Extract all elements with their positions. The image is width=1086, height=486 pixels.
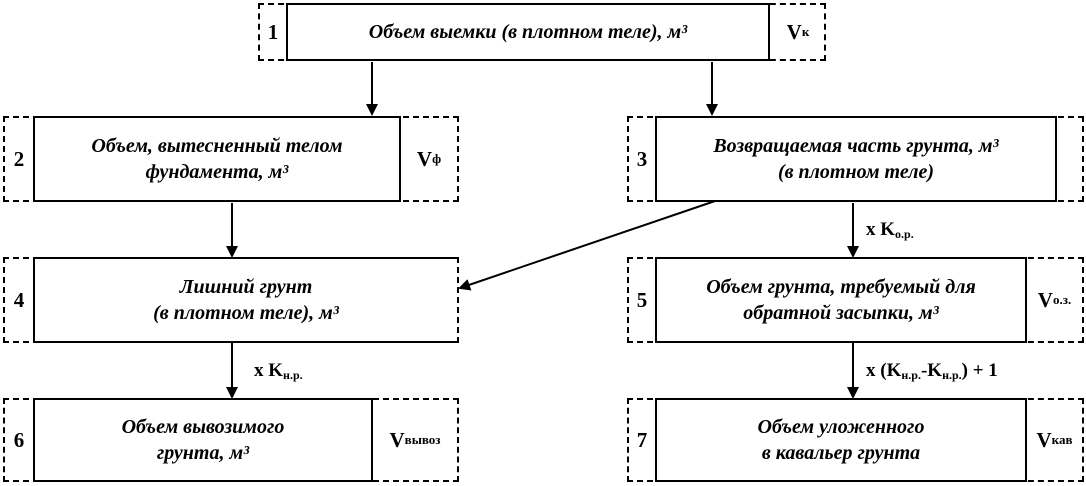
box-2-content: Объем, вытесненный телом фундамента, м³ bbox=[33, 116, 401, 202]
box-7-content: Объем уложенного в кавальер грунта bbox=[655, 398, 1027, 482]
box-1-number: 1 bbox=[267, 19, 279, 44]
box-5-content: Объем грунта, требуемый для обратной зас… bbox=[655, 257, 1027, 343]
box-2-number: 2 bbox=[13, 146, 25, 171]
box-7-text-line1: Объем уложенного bbox=[757, 416, 925, 438]
multiplier-k-nr: х Kн.р. bbox=[254, 360, 303, 382]
multiplier-k-or: х Kо.р. bbox=[866, 219, 914, 241]
box-6-text-line2: грунта, м³ bbox=[156, 442, 250, 464]
box-5-text-line2: обратной засыпки, м³ bbox=[743, 302, 939, 324]
box-6-number: 6 bbox=[13, 427, 25, 452]
box-1-text: Объем выемки (в плотном теле), м³ bbox=[368, 21, 688, 43]
box-2-text-line1: Объем, вытесненный телом bbox=[91, 135, 343, 157]
box-3-number: 3 bbox=[636, 146, 648, 171]
box-4-text-line1: Лишний грунт bbox=[179, 276, 313, 298]
box-6-text-line1: Объем вывозимого bbox=[121, 416, 285, 438]
box-4-content: Лишний грунт (в плотном теле), м³ bbox=[33, 257, 459, 343]
box-7-number: 7 bbox=[636, 427, 648, 452]
box-3-text-line1: Возвращаемая часть грунта, м³ bbox=[713, 135, 999, 157]
box-5-number: 5 bbox=[636, 287, 648, 312]
box-1-content: Объем выемки (в плотном теле), м³ bbox=[286, 3, 770, 61]
box-3-content: Возвращаемая часть грунта, м³ (в плотном… bbox=[655, 116, 1057, 202]
box-6-content: Объем вывозимого грунта, м³ bbox=[33, 398, 373, 482]
box-4-text-line2: (в плотном теле), м³ bbox=[153, 302, 339, 324]
arrow-3-to-4 bbox=[458, 199, 719, 291]
box-4-number: 4 bbox=[13, 287, 25, 312]
multiplier-k-diff: х (Kн.р.-Kн.р.) + 1 bbox=[866, 360, 998, 382]
box-5-text-line1: Объем грунта, требуемый для bbox=[706, 276, 976, 298]
box-7-text-line2: в кавальер грунта bbox=[761, 442, 921, 464]
box-3-text-line2: (в плотном теле) bbox=[777, 161, 935, 183]
box-2-text-line2: фундамента, м³ bbox=[145, 161, 289, 183]
